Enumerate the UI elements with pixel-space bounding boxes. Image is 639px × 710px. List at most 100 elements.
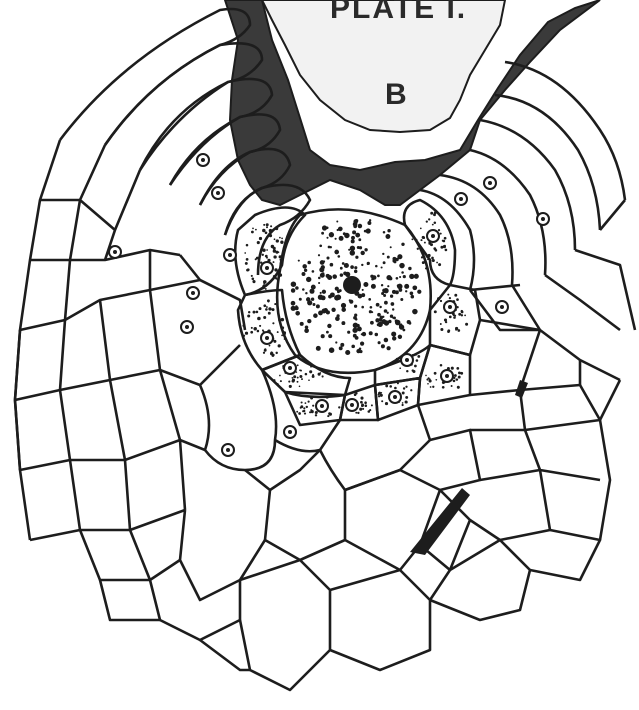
- granule: [368, 298, 371, 301]
- granule: [318, 294, 323, 299]
- granule: [257, 330, 260, 333]
- granule: [349, 299, 351, 301]
- granule: [281, 326, 284, 329]
- granule: [326, 256, 329, 259]
- granule: [442, 386, 445, 389]
- granule: [458, 372, 461, 375]
- granule: [334, 250, 339, 255]
- granule: [352, 345, 355, 348]
- granule: [255, 229, 257, 231]
- granule: [300, 370, 302, 372]
- granule: [370, 306, 373, 309]
- granule: [369, 331, 373, 335]
- granule: [273, 379, 275, 381]
- granule: [430, 212, 433, 215]
- granule: [357, 412, 359, 414]
- granule: [361, 251, 365, 255]
- granule: [306, 297, 310, 301]
- granule: [338, 406, 340, 408]
- granule: [280, 262, 282, 264]
- granule: [432, 259, 435, 262]
- granule: [308, 401, 310, 403]
- granule: [454, 294, 457, 297]
- granule: [406, 285, 409, 288]
- granule: [368, 410, 371, 413]
- nucleus-dot: [288, 366, 292, 370]
- granule: [292, 377, 294, 379]
- granule: [444, 245, 446, 247]
- granule: [410, 291, 414, 295]
- granule: [390, 246, 392, 248]
- nucleus-dot: [226, 448, 230, 452]
- granule: [278, 319, 281, 322]
- granule: [323, 260, 325, 262]
- granule: [332, 274, 337, 279]
- granule: [268, 307, 271, 310]
- granule: [299, 375, 302, 378]
- granule: [328, 295, 332, 299]
- granule: [266, 249, 268, 251]
- granule: [358, 224, 363, 229]
- granule: [465, 323, 468, 326]
- granule: [244, 252, 246, 254]
- granule: [274, 238, 276, 240]
- granule: [426, 379, 428, 381]
- granule: [355, 412, 357, 414]
- granule: [406, 370, 408, 372]
- granule: [299, 386, 301, 388]
- granule: [273, 255, 276, 258]
- granule: [383, 261, 386, 264]
- granule: [456, 378, 458, 380]
- granule: [335, 341, 337, 343]
- nucleus-dot: [265, 336, 269, 340]
- granule: [361, 264, 363, 266]
- granule: [392, 257, 396, 261]
- granule: [399, 263, 404, 268]
- granule: [263, 352, 265, 354]
- granule: [312, 405, 314, 407]
- granule: [369, 219, 371, 221]
- granule: [274, 303, 276, 305]
- granule: [291, 301, 296, 306]
- granule: [322, 272, 325, 275]
- granule: [443, 240, 446, 243]
- granule: [328, 246, 331, 249]
- granule: [414, 275, 417, 278]
- granule: [277, 331, 279, 333]
- granule: [299, 298, 302, 301]
- granule: [424, 242, 426, 244]
- granule: [315, 414, 317, 416]
- granule: [337, 255, 340, 258]
- granule: [341, 303, 346, 308]
- granule: [405, 290, 407, 292]
- granule: [336, 295, 342, 301]
- granule: [440, 233, 442, 235]
- granule: [434, 249, 436, 251]
- granule: [326, 396, 329, 399]
- granule: [377, 275, 380, 278]
- granule: [362, 408, 364, 410]
- granule: [440, 323, 442, 325]
- granule: [274, 268, 277, 271]
- granule: [245, 332, 248, 335]
- granule: [351, 239, 355, 243]
- granule: [257, 241, 260, 244]
- granule: [403, 387, 405, 389]
- granule: [339, 346, 343, 350]
- granule: [353, 219, 358, 224]
- granule: [381, 266, 383, 268]
- granule: [385, 234, 390, 239]
- granule: [398, 335, 402, 339]
- granule: [348, 249, 350, 251]
- granule: [357, 246, 360, 249]
- granule: [265, 308, 268, 311]
- granule: [256, 311, 259, 314]
- granule: [381, 400, 383, 402]
- granule: [417, 355, 420, 358]
- granule: [355, 233, 360, 238]
- granule: [412, 369, 414, 371]
- granule: [360, 401, 363, 404]
- granule: [253, 327, 256, 330]
- granule: [390, 295, 393, 298]
- granule: [412, 309, 418, 315]
